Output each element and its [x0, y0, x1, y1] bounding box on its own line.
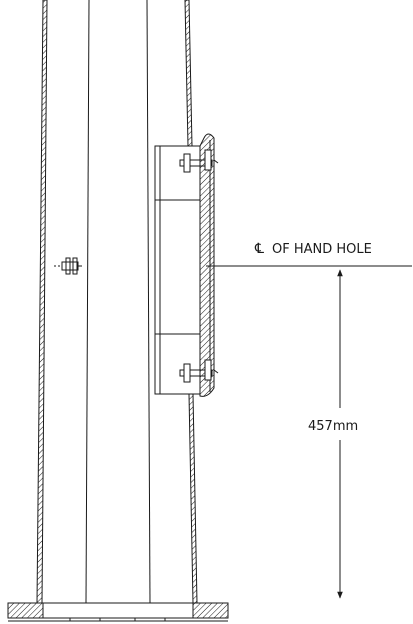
- pole-inner-line-right: [146, 0, 151, 604]
- pole-inner-line-left: [85, 0, 90, 604]
- base-plate-right: [192, 602, 229, 619]
- side-bolt: [54, 257, 82, 275]
- bottom-clamp-bolt: [179, 359, 219, 383]
- hand-hole-cover: [199, 133, 215, 397]
- pole-left-wall: [36, 0, 48, 604]
- centerline-symbol: ℄: [254, 241, 264, 257]
- top-clamp-bolt: [179, 149, 219, 173]
- hand-hole-frame: [154, 145, 207, 395]
- centerline-label: OF HAND HOLE: [272, 242, 372, 257]
- pole-right-wall-upper: [184, 0, 193, 147]
- pole-right-wall-lower: [188, 393, 198, 604]
- dimension-label: 457mm: [308, 419, 358, 434]
- base-plate-left: [7, 602, 44, 619]
